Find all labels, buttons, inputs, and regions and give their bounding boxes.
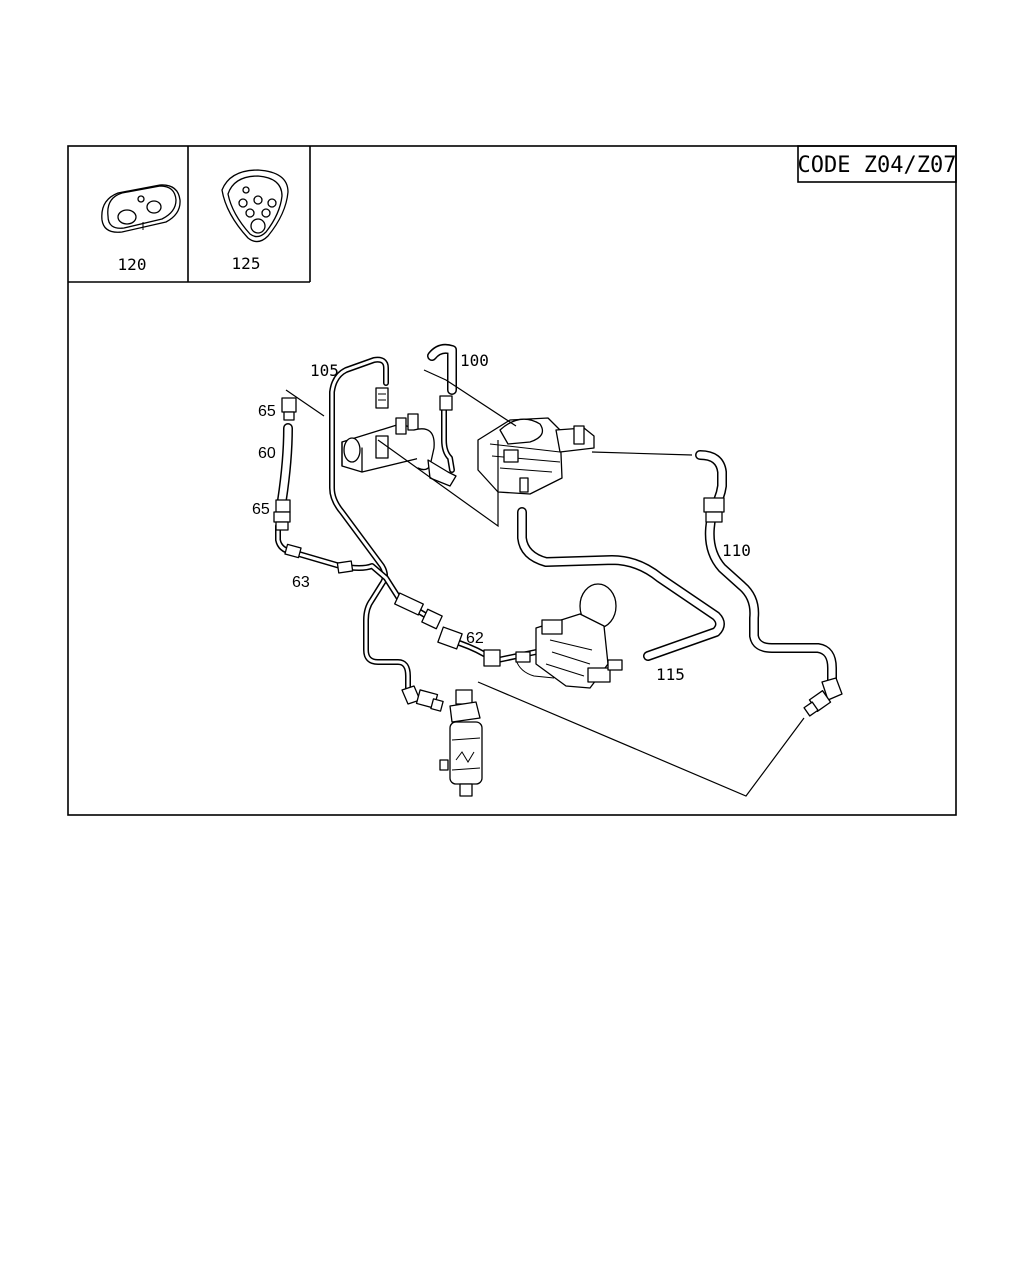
leader-lines <box>285 369 805 797</box>
callout-60: 60 <box>258 445 276 462</box>
pressure-sensor-icon <box>439 689 483 797</box>
hose-115 <box>517 507 725 661</box>
callout-62: 62 <box>466 630 484 647</box>
callout-65-bottom: 65 <box>252 501 270 518</box>
hose-110 <box>695 450 837 689</box>
callout-110: 110 <box>722 541 751 560</box>
callout-63: 63 <box>292 574 310 591</box>
grommet-125-icon <box>221 169 289 243</box>
pump-accumulator-icon <box>515 583 623 689</box>
diagram-frame <box>67 145 957 816</box>
callout-105: 105 <box>310 361 339 380</box>
grommet-120-icon <box>101 184 181 233</box>
hose-63 <box>275 523 443 630</box>
hose-clip-110-icon <box>703 497 725 523</box>
line-62 <box>437 626 539 667</box>
code-box: CODE Z04/Z07 <box>797 145 957 183</box>
fitting-65-top-icon <box>281 397 297 421</box>
callout-100: 100 <box>460 351 489 370</box>
elbow-fitting-left-icon <box>401 685 444 712</box>
callout-labels: 100 105 110 115 60 62 63 65 65 <box>252 351 751 684</box>
callout-65-top: 65 <box>258 403 276 420</box>
brake-line-105 <box>329 356 411 693</box>
code-label: CODE Z04/Z07 <box>798 153 957 178</box>
inset-label-120: 120 <box>118 255 147 274</box>
hose-60 <box>277 423 293 505</box>
control-unit-icon <box>477 417 595 495</box>
inset-label-125: 125 <box>232 254 261 273</box>
sensor-line-100 <box>427 343 457 473</box>
callout-115: 115 <box>656 665 685 684</box>
valve-block-icon <box>341 387 457 487</box>
fitting-65-bottom-icon <box>273 499 291 531</box>
elbow-fitting-right-icon <box>803 677 843 717</box>
